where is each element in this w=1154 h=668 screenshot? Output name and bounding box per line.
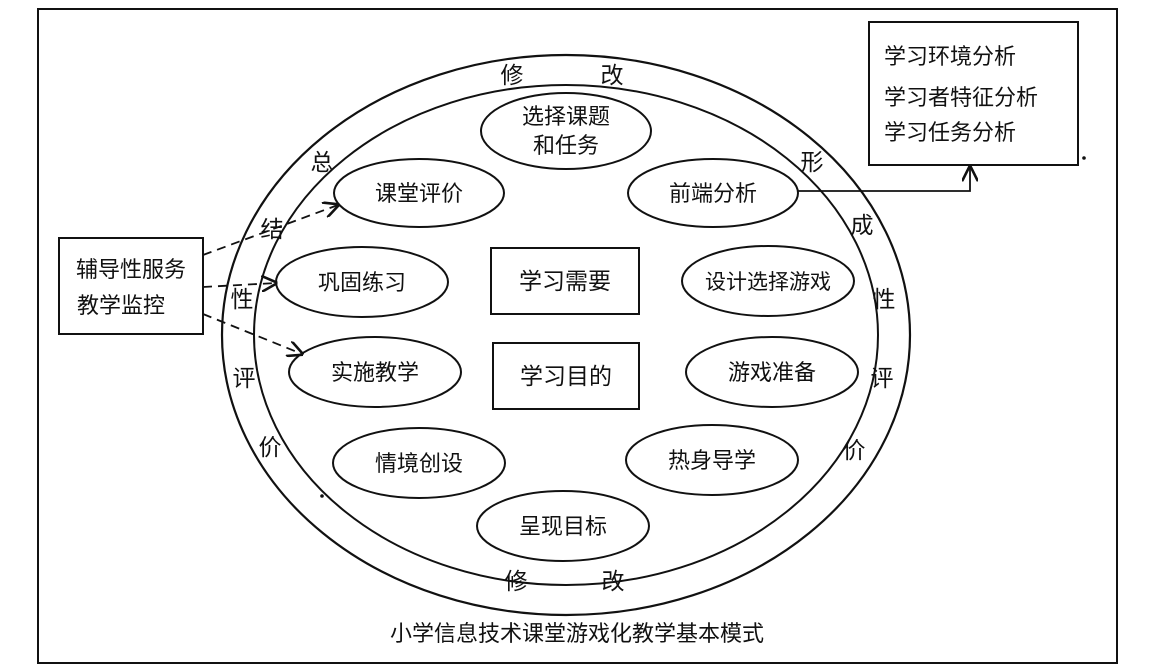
ring-left-char-4: 评: [233, 366, 256, 392]
front-analysis-to-analysis-arrow: [798, 167, 970, 192]
choose-topic-label-line2: 和任务: [533, 134, 599, 159]
support-arrow-to-class-eval: [202, 205, 338, 256]
ring-right-char-3: 性: [873, 287, 896, 313]
warmup-label: 热身导学: [668, 449, 756, 474]
ring-left-char-2: 结: [261, 217, 284, 243]
game-prep-oval: [685, 336, 859, 408]
analysis-item-3: 学习任务分析: [884, 121, 1016, 146]
choose-topic-oval: [480, 92, 652, 170]
ring-bottom-left-char: 修: [505, 569, 528, 595]
ring-right-char-1: 形: [801, 150, 824, 176]
implement-oval: [288, 336, 462, 408]
learning-goal-label: 学习目的: [520, 364, 612, 390]
learning-goal-box: [492, 342, 640, 410]
ring-left-char-5: 价: [259, 435, 282, 461]
design-game-label: 设计选择游戏: [705, 270, 831, 294]
support-box: [58, 237, 204, 335]
support-label-line2: 教学监控: [77, 294, 165, 319]
front-analysis-oval: [627, 158, 799, 228]
consolidate-label: 巩固练习: [318, 271, 406, 296]
inner-ring: [253, 84, 879, 586]
ring-left-char-3: 性: [231, 287, 254, 313]
ring-right-char-5: 价: [843, 438, 866, 464]
create-scene-oval: [332, 427, 506, 499]
choose-topic-label-line1: 选择课题: [522, 105, 610, 130]
outer-ring: [220, 53, 912, 617]
learning-need-box: [490, 247, 640, 315]
ring-right-char-2: 成: [851, 213, 874, 239]
present-goal-label: 呈现目标: [519, 515, 607, 540]
support-label-line1: 辅导性服务: [76, 258, 186, 283]
design-game-oval: [681, 245, 855, 317]
support-arrow-to-consolidate: [202, 283, 276, 287]
speck-dot-2: [1082, 156, 1086, 160]
diagram-title: 小学信息技术课堂游戏化教学基本模式: [390, 622, 764, 647]
support-arrow-to-implement: [202, 313, 302, 354]
analysis-item-1: 学习环境分析: [884, 45, 1016, 70]
learning-need-label: 学习需要: [519, 269, 611, 295]
ring-right-char-4: 评: [871, 366, 894, 392]
ring-bottom-right-char: 改: [602, 569, 625, 595]
outer-frame: [37, 8, 1118, 664]
class-eval-oval: [333, 158, 505, 228]
present-goal-oval: [476, 490, 650, 562]
create-scene-label: 情境创设: [375, 452, 463, 477]
class-eval-label: 课堂评价: [375, 182, 463, 207]
ring-left-char-1: 总: [311, 150, 334, 176]
front-analysis-label: 前端分析: [669, 182, 757, 207]
ring-top-right-char: 改: [601, 63, 624, 89]
analysis-item-2: 学习者特征分析: [884, 86, 1038, 111]
speck-dot-1: [320, 494, 324, 498]
analysis-box: [868, 21, 1079, 166]
game-prep-label: 游戏准备: [728, 361, 816, 386]
ring-top-left-char: 修: [501, 63, 524, 89]
implement-label: 实施教学: [331, 361, 419, 386]
warmup-oval: [625, 424, 799, 496]
